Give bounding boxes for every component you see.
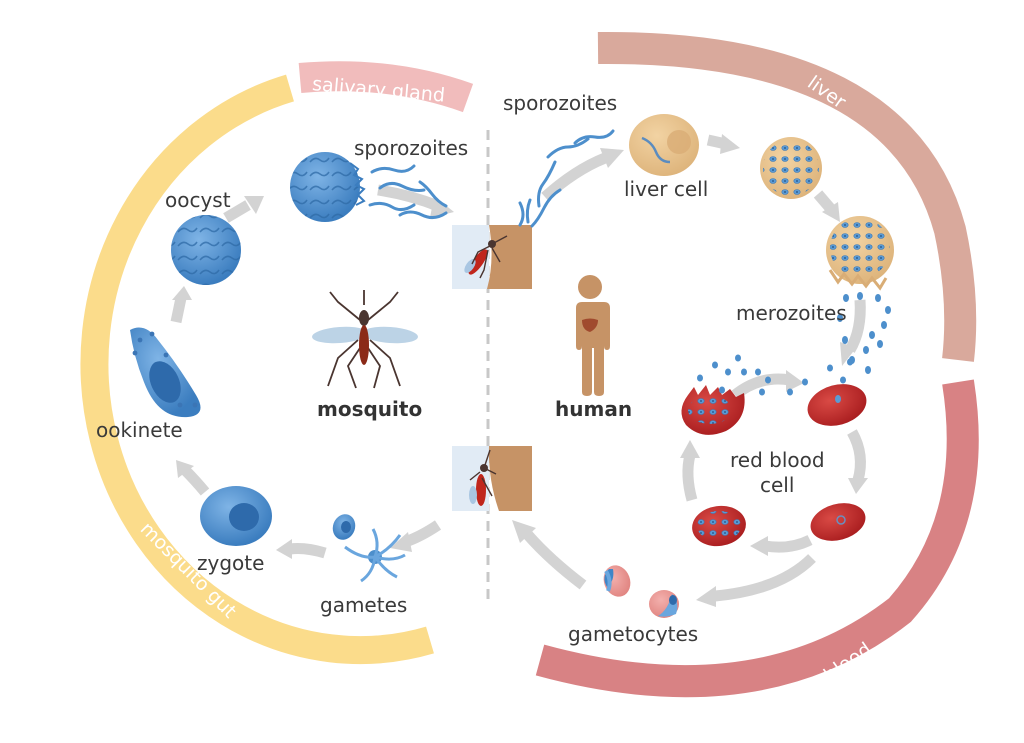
arrowhead [848,478,868,494]
salivary-gland-arc [298,61,474,113]
liver-cell-label: liver cell [624,177,708,201]
arrow-schizont-rbc-to-burst [682,453,698,502]
sporozoites-mosquito-group [368,164,448,220]
mosquito-host-label: mosquito [317,397,422,421]
stage-liver-schizont [760,137,822,199]
arrow-ring-to-schizont-rbc [764,535,813,553]
human-host-label: human [555,397,632,421]
arrow-bite-to-gametes [403,520,442,548]
mosquito-icon [312,290,418,389]
merozoites-release [837,292,891,374]
arrow-gametes-to-zygote [289,543,327,559]
sporozoites-human-label: sporozoites [503,91,617,115]
red-blood-cell-label-line1: red blood [730,448,825,472]
arrowhead [750,536,768,556]
arrowhead [176,460,194,478]
red-blood-cell-label-line2: cell [760,473,794,497]
arrow-schizont-to-rupture [813,190,835,212]
blood-arc [535,379,979,698]
mosquito-feeding-skin-icon [452,446,532,511]
stage-gametes [332,514,406,583]
stage-infected-rbc [807,384,867,426]
ookinete-label: ookinete [96,418,183,442]
arrow-rbc-to-ring [847,429,866,482]
arrowhead [276,539,292,559]
gametes-label: gametes [320,593,407,617]
stage-liver-cell [629,114,699,176]
arrowhead [696,586,716,607]
arrowhead [840,342,856,366]
arrow-rbc-to-gametocytes [714,554,816,602]
arrowhead [430,196,454,218]
arrow-merozoites-to-rbc [845,299,866,353]
arrow-burst-rbc-to-rbc [731,373,791,400]
arrowhead [720,134,740,154]
sporozoites-human-group [518,129,615,228]
arrowhead [786,370,804,392]
mosquito-gut-arc [80,74,434,665]
oocyst-label: oocyst [165,188,231,212]
arrow-zygote-to-ookinete [181,466,210,496]
arrow-gametocytes-to-bite [523,531,587,590]
stage-ring-rbc [810,503,866,541]
merozoites-label: merozoites [736,301,847,325]
arrowhead [600,148,624,168]
stage-ruptured-oocyst [290,152,366,222]
sporozoites-mosquito-label: sporozoites [354,136,468,160]
arrowhead [680,440,700,458]
stage-oocyst [171,215,241,285]
stage-ookinete [130,327,201,418]
arrowhead [822,202,840,222]
arrowhead [390,532,412,552]
gametocytes-label: gametocytes [568,622,698,646]
stage-bursting-rbc [681,385,745,435]
cycle-arrows [170,134,868,607]
arrowhead [512,520,536,543]
stage-zygote [200,486,272,546]
arrowhead [172,286,192,300]
stage-gametocytes [603,565,679,618]
arrow-oocyst-to-ruptured [223,200,251,223]
zygote-label: zygote [197,551,264,575]
arrow-bite-to-liver-cell [541,152,608,202]
stage-rupturing-liver-schizont [826,216,894,291]
mosquito-biting-skin-icon [452,225,532,289]
arrow-ookinete-to-oocyst [170,296,187,324]
free-merozoites-blood [697,354,853,396]
human-figure-icon [576,275,610,396]
stage-schizont-rbc [692,505,746,547]
liver-arc [597,31,977,362]
arrowhead [244,196,264,214]
